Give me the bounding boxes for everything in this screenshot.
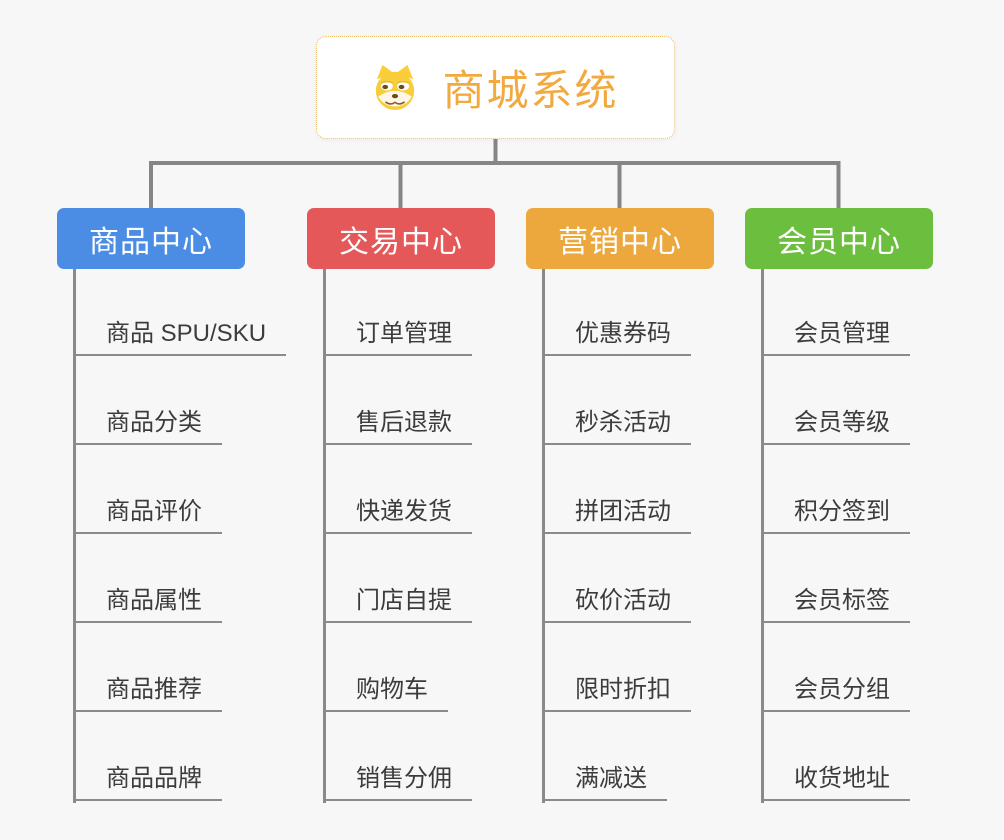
topic-node[interactable]: 收货地址 [761, 758, 910, 801]
topic-node[interactable]: 售后退款 [323, 402, 472, 445]
branch-spine [761, 269, 764, 803]
topic-node[interactable]: 商品 SPU/SKU [73, 313, 287, 356]
topic-node[interactable]: 拼团活动 [542, 491, 691, 534]
branch-leaves: 商品 SPU/SKU 商品分类 商品评价 商品属性 商品推荐 商品品牌 [73, 267, 287, 801]
topic-node[interactable]: 会员管理 [761, 313, 910, 356]
topic-node[interactable]: 订单管理 [323, 313, 472, 356]
branch-leaves: 会员管理 会员等级 积分签到 会员标签 会员分组 收货地址 [761, 267, 910, 801]
doge-face-icon [376, 64, 415, 110]
topic-node[interactable]: 销售分佣 [323, 758, 472, 801]
branch-spine [542, 269, 545, 803]
topic-node[interactable]: 砍价活动 [542, 580, 691, 623]
topic-node[interactable]: 商品评价 [73, 491, 222, 534]
topic-node[interactable]: 购物车 [323, 669, 448, 712]
branch-node[interactable]: 交易中心 [307, 208, 495, 269]
branch-node[interactable]: 会员中心 [745, 208, 933, 269]
topic-node[interactable]: 会员分组 [761, 669, 910, 712]
branch-node[interactable]: 营销中心 [526, 208, 714, 269]
topic-node[interactable]: 优惠券码 [542, 313, 691, 356]
branch-leaves: 订单管理 售后退款 快递发货 门店自提 购物车 销售分佣 [323, 267, 472, 801]
topic-node[interactable]: 商品品牌 [73, 758, 222, 801]
topic-node[interactable]: 门店自提 [323, 580, 472, 623]
branch-leaves: 优惠券码 秒杀活动 拼团活动 砍价活动 限时折扣 满减送 [542, 267, 691, 801]
root-title: 商城系统 [442, 67, 619, 114]
branch-spine [323, 269, 326, 803]
topic-node[interactable]: 积分签到 [761, 491, 910, 534]
branch-spine [73, 269, 76, 803]
branch-node[interactable]: 商品中心 [57, 208, 245, 269]
root-node[interactable]: 商城系统 [316, 36, 675, 139]
topic-node[interactable]: 商品分类 [73, 402, 222, 445]
topic-node[interactable]: 会员标签 [761, 580, 910, 623]
topic-node[interactable]: 快递发货 [323, 491, 472, 534]
topic-node[interactable]: 商品属性 [73, 580, 222, 623]
topic-node[interactable]: 会员等级 [761, 402, 910, 445]
topic-node[interactable]: 商品推荐 [73, 669, 222, 712]
topic-node[interactable]: 秒杀活动 [542, 402, 691, 445]
topic-node[interactable]: 满减送 [542, 758, 667, 801]
topic-node[interactable]: 限时折扣 [542, 669, 691, 712]
